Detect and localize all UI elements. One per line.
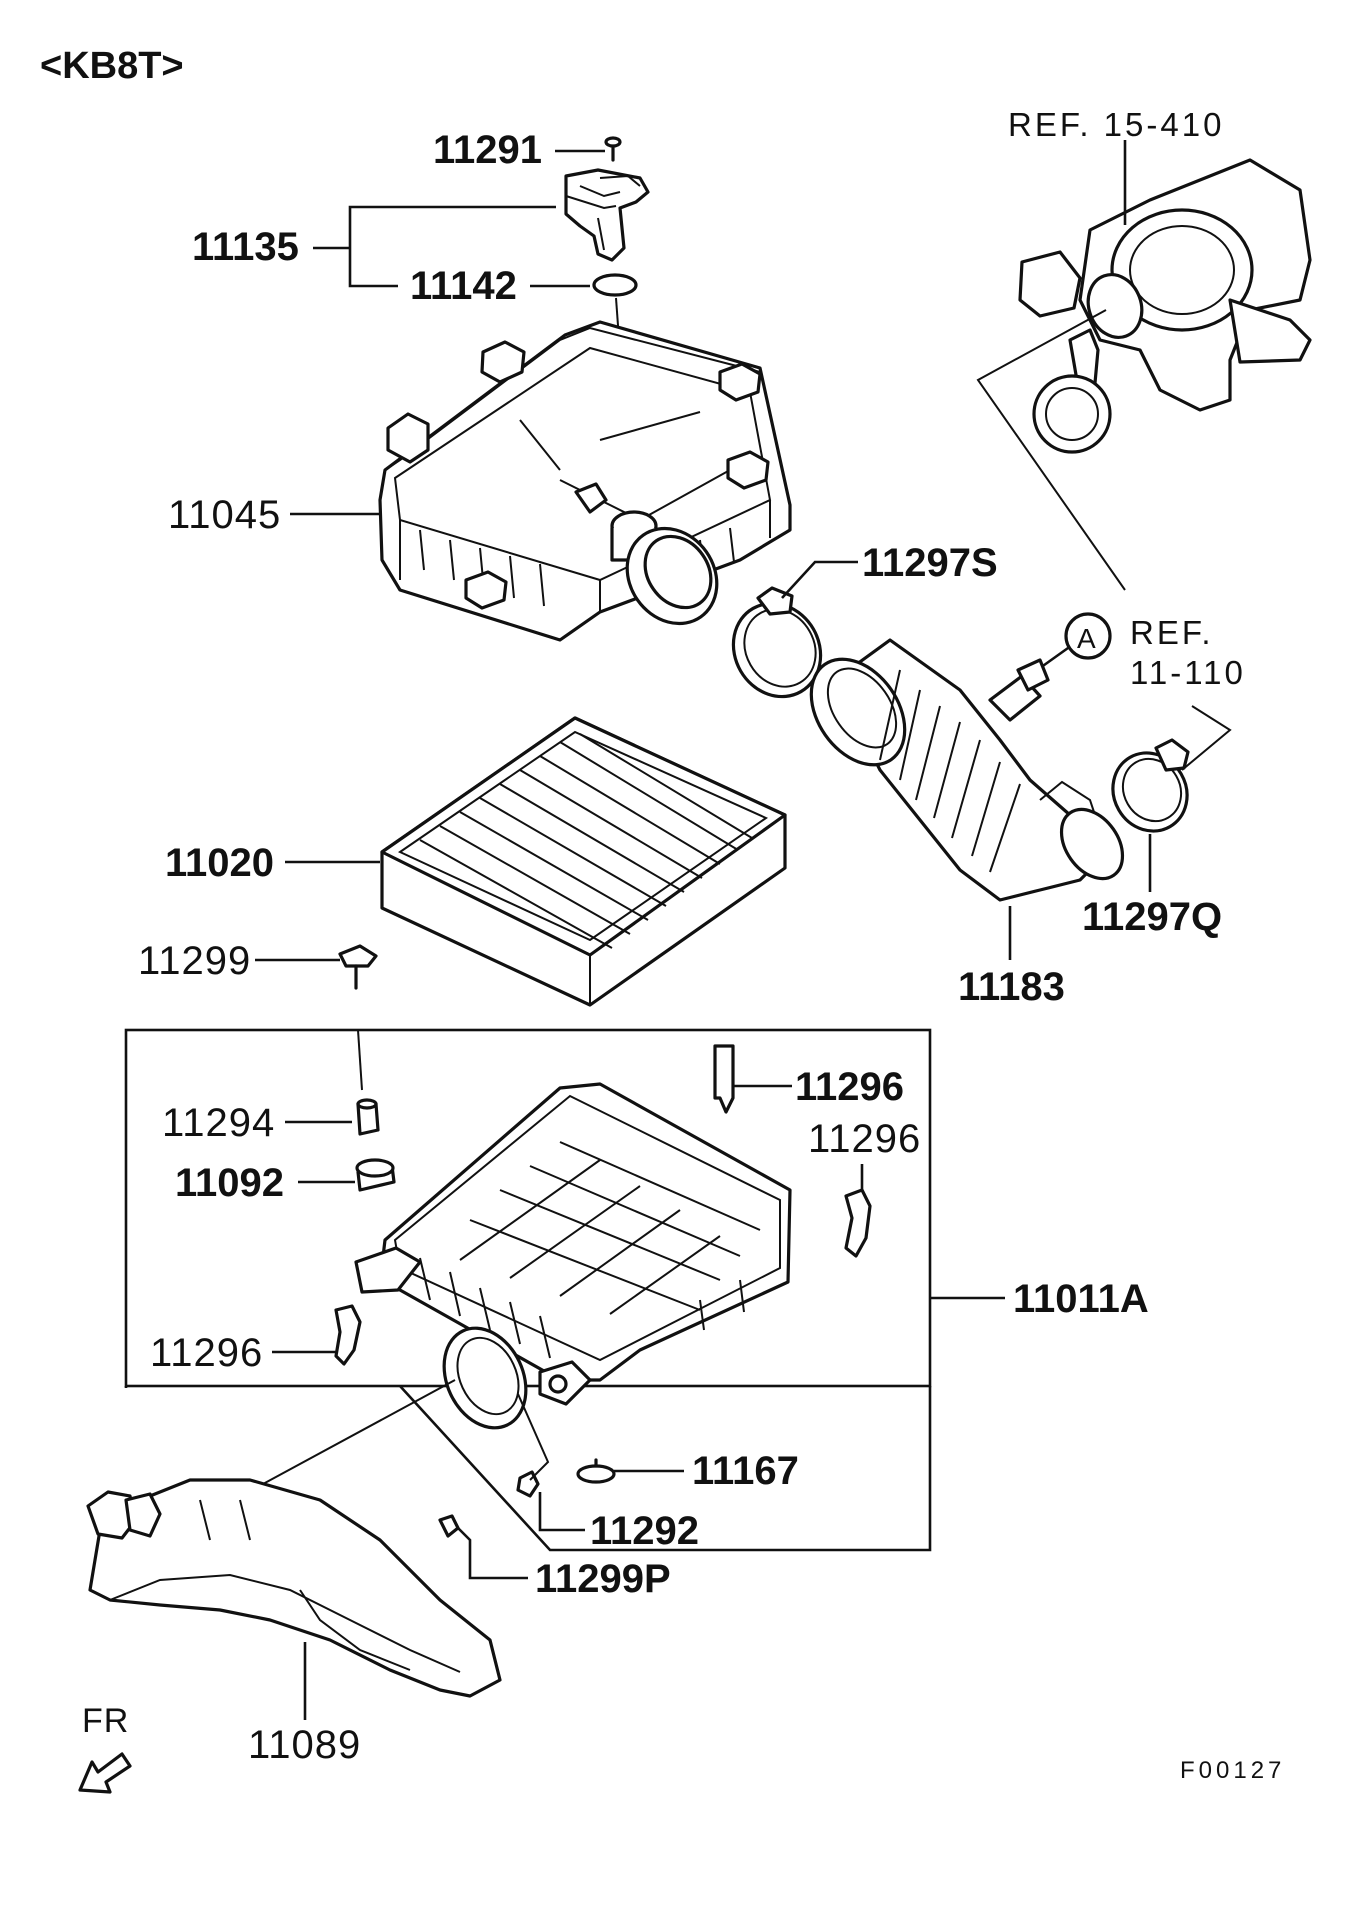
- clip-11296-mid-icon: [844, 1188, 872, 1258]
- assembly-line-duct: [251, 1379, 456, 1491]
- intake-hose-icon: [809, 638, 1125, 902]
- part-number-11291: 11291: [433, 128, 542, 172]
- callout-a-circle: [1064, 612, 1112, 660]
- screw-11291-icon: [604, 136, 622, 162]
- air-intake-duct-icon: [86, 1478, 502, 1698]
- hose-clamp-11297S-icon: [731, 586, 823, 699]
- assembly-line-nut: [517, 1393, 550, 1481]
- callout-a-label: A: [1077, 623, 1096, 654]
- model-code: <KB8T>: [40, 45, 184, 87]
- front-direction-arrow-icon: [78, 1752, 132, 1794]
- part-number-11092: 11092: [175, 1161, 284, 1205]
- part-number-11011A: 11011A: [1013, 1277, 1149, 1321]
- bracket-11135: [348, 205, 556, 288]
- part-number-11299P: 11299P: [535, 1557, 671, 1601]
- clip-11296-left-icon: [334, 1304, 362, 1366]
- grommet-11092-icon: [355, 1158, 396, 1192]
- part-number-11299: 11299: [138, 939, 251, 983]
- figure-code: F00127: [1180, 1757, 1285, 1784]
- part-number-11292: 11292: [590, 1509, 699, 1553]
- o-ring-11142-icon: [592, 273, 638, 297]
- front-direction-label: FR: [82, 1702, 129, 1740]
- leader-callout-a: [1039, 646, 1069, 670]
- leader-11297S: [781, 560, 858, 599]
- leader-11299P: [457, 1527, 528, 1580]
- assembly-frame-lower: [399, 1385, 932, 1552]
- part-number-11089: 11089: [248, 1723, 361, 1767]
- assembly-frame-11011A: [124, 1028, 932, 1388]
- part-number-11020: 11020: [165, 841, 274, 885]
- part-number-11297S: 11297S: [862, 541, 998, 585]
- dash-line-turbo-a: [976, 309, 1126, 591]
- body-inlet-ring-inner-icon: [456, 1336, 520, 1416]
- turbocharger-icon: [1018, 158, 1312, 454]
- bolt-11299-icon: [338, 944, 378, 990]
- part-number-11297Q: 11297Q: [1082, 895, 1222, 939]
- clip-11296-top-icon: [713, 1044, 735, 1114]
- part-number-11296-mid: 11296: [808, 1117, 921, 1161]
- air-cleaner-cover-icon: [378, 320, 792, 642]
- dash-line-ref-hose: [1181, 705, 1232, 771]
- part-number-11294: 11294: [162, 1101, 275, 1145]
- collar-11294-icon: [356, 1098, 380, 1136]
- part-number-11296-top: 11296: [795, 1065, 904, 1109]
- part-number-11183: 11183: [958, 965, 1065, 1009]
- part-number-11045: 11045: [168, 493, 281, 537]
- ref-hose-line1: REF.: [1130, 614, 1214, 651]
- part-number-11142: 11142: [410, 264, 517, 308]
- assembly-line-bolt: [357, 1029, 363, 1091]
- hose-clamp-11297Q-icon: [1111, 738, 1190, 833]
- ref-hose-line2: 11-110: [1130, 654, 1246, 691]
- grommet-11167-icon: [576, 1458, 616, 1484]
- part-number-11296-left: 11296: [150, 1331, 263, 1375]
- part-number-11135: 11135: [192, 225, 299, 269]
- leader-11292: [538, 1492, 585, 1532]
- ref-turbo-label: REF. 15-410: [1008, 106, 1224, 143]
- part-number-11167: 11167: [692, 1449, 799, 1493]
- air-cleaner-body-icon: [354, 1082, 792, 1406]
- air-filter-element-icon: [380, 716, 787, 1007]
- airflow-sensor-icon: [564, 168, 650, 262]
